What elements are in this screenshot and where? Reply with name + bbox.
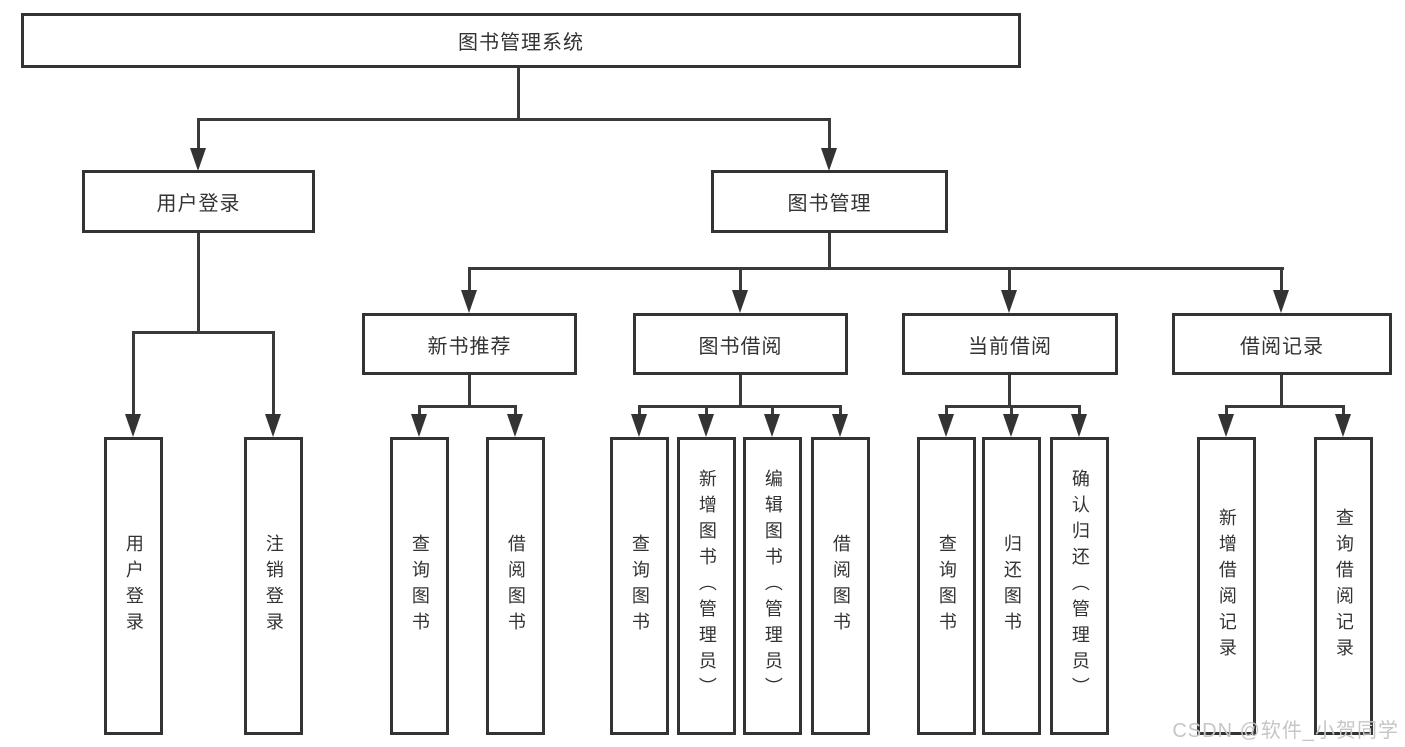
arrow-down (265, 414, 281, 437)
node-library-management-system: 图书管理系统 (21, 13, 1021, 68)
connector-line (1280, 267, 1283, 291)
arrow-down (411, 414, 427, 437)
node-book-management: 图书管理 (711, 170, 948, 233)
connector-line (418, 405, 517, 408)
node-new-book-recommend: 新书推荐 (362, 313, 577, 375)
arrow-down (698, 414, 714, 437)
connector-line (828, 233, 831, 270)
connector-line (132, 331, 135, 415)
connector-line (638, 405, 842, 408)
connector-line (468, 267, 1284, 270)
node-current-borrow: 当前借阅 (902, 313, 1118, 375)
node-borrow-record: 借阅记录 (1172, 313, 1392, 375)
connector-line (132, 331, 275, 334)
arrow-down (732, 290, 748, 313)
connector-line (945, 405, 948, 415)
arrow-down (1335, 414, 1351, 437)
leaf-borrow-books-recommend: 借阅图书 (486, 437, 545, 735)
connector-line (514, 405, 517, 415)
connector-line (771, 405, 774, 415)
leaf-edit-book-admin: 编辑图书（管理员） (743, 437, 802, 735)
connector-line (828, 118, 831, 150)
csdn-watermark: CSDN @软件_小贺同学 (1172, 720, 1399, 742)
connector-line (739, 267, 742, 291)
connector-line (468, 375, 471, 407)
connector-line (1008, 375, 1011, 407)
arrow-down (832, 414, 848, 437)
connector-line (1280, 375, 1283, 407)
arrow-down (461, 290, 477, 313)
connector-line (705, 405, 708, 415)
leaf-borrow-books: 借阅图书 (811, 437, 870, 735)
leaf-query-books-current: 查询图书 (917, 437, 976, 735)
connector-line (1225, 405, 1228, 415)
arrow-down (1003, 414, 1019, 437)
leaf-add-borrow-record: 新增借阅记录 (1197, 437, 1256, 735)
leaf-user-login: 用户登录 (104, 437, 163, 735)
arrow-down (1218, 414, 1234, 437)
arrow-down (125, 414, 141, 437)
connector-line (272, 331, 275, 415)
connector-line (197, 118, 200, 150)
connector-line (197, 233, 200, 334)
connector-line (839, 405, 842, 415)
arrow-down (507, 414, 523, 437)
leaf-query-books-recommend: 查询图书 (390, 437, 449, 735)
connector-line (1225, 405, 1345, 408)
leaf-confirm-return-admin: 确认归还（管理员） (1050, 437, 1109, 735)
leaf-logout: 注销登录 (244, 437, 303, 735)
arrow-down (938, 414, 954, 437)
connector-line (739, 375, 742, 407)
leaf-query-borrow-record: 查询借阅记录 (1314, 437, 1373, 735)
arrow-down (1001, 290, 1017, 313)
connector-line (1342, 405, 1345, 415)
connector-line (418, 405, 421, 415)
connector-line (197, 118, 831, 121)
arrow-down (1071, 414, 1087, 437)
connector-line (1010, 405, 1013, 415)
leaf-return-books: 归还图书 (982, 437, 1041, 735)
connector-line (1078, 405, 1081, 415)
arrow-down (1273, 290, 1289, 313)
connector-line (517, 68, 520, 121)
connector-line (638, 405, 641, 415)
arrow-down (631, 414, 647, 437)
arrow-down (764, 414, 780, 437)
connector-line (1008, 267, 1011, 291)
arrow-down (821, 148, 837, 171)
node-book-borrow: 图书借阅 (633, 313, 848, 375)
leaf-add-book-admin: 新增图书（管理员） (677, 437, 736, 735)
connector-line (468, 267, 471, 291)
node-user-login: 用户登录 (82, 170, 315, 233)
leaf-query-books-borrow: 查询图书 (610, 437, 669, 735)
arrow-down (190, 148, 206, 171)
connector-line (945, 405, 1081, 408)
